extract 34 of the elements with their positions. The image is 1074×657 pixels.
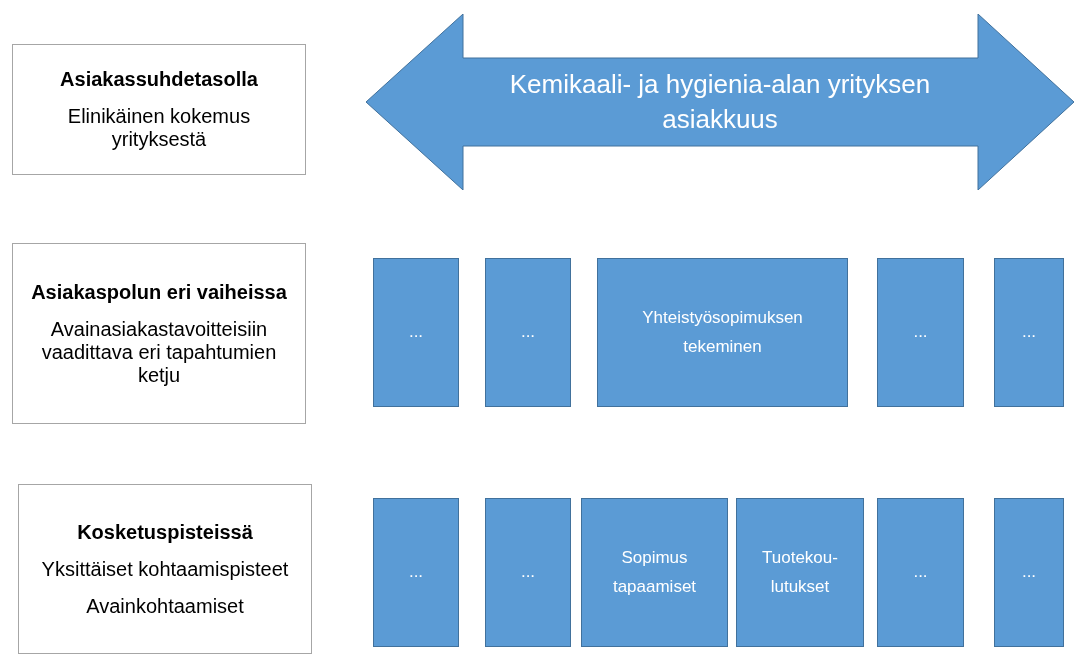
label-box bbox=[12, 44, 306, 175]
step-text: Yhteistyösopimuksen tekeminen bbox=[641, 306, 804, 358]
step-text: Tuotekou- lutukset bbox=[761, 546, 839, 598]
row-heading: Kosketuspisteissä bbox=[77, 520, 253, 544]
double-arrow bbox=[366, 14, 1074, 190]
step-text: ... bbox=[520, 561, 536, 584]
arrow-text: Kemikaali- ja hygienia-alan yrityksen asiakkuus bbox=[508, 67, 932, 136]
step-text: ... bbox=[913, 561, 928, 584]
step-text: Sopimus tapaamiset bbox=[611, 546, 698, 598]
step-text: ... bbox=[1021, 321, 1037, 344]
step-box bbox=[877, 498, 964, 647]
row-heading: Asiakaspolun eri vaiheissa bbox=[31, 280, 287, 304]
row-description: Yksittäiset kohtaamispisteet bbox=[41, 557, 289, 581]
step-text: ... bbox=[1021, 561, 1037, 584]
step-box bbox=[581, 498, 728, 647]
step-box bbox=[485, 498, 571, 647]
label-box bbox=[12, 243, 306, 424]
step-text: ... bbox=[408, 561, 424, 584]
row-description: Avainasiakastavoitteisiin vaadittava eri tapahtumien ketju bbox=[40, 317, 278, 387]
step-text: ... bbox=[408, 321, 424, 344]
step-box bbox=[877, 258, 964, 407]
row-description: Avainkohtaamiset bbox=[86, 594, 244, 618]
step-box bbox=[485, 258, 571, 407]
label-box bbox=[18, 484, 312, 654]
step-text: ... bbox=[913, 321, 928, 344]
row-heading: Asiakassuhdetasolla bbox=[60, 68, 258, 91]
step-text: ... bbox=[520, 321, 536, 344]
step-box bbox=[736, 498, 864, 647]
row-description: Elinikäinen kokemus yrityksestä bbox=[66, 105, 252, 151]
step-box bbox=[994, 498, 1064, 647]
step-box bbox=[373, 498, 459, 647]
step-box bbox=[597, 258, 848, 407]
step-box bbox=[373, 258, 459, 407]
step-box bbox=[994, 258, 1064, 407]
